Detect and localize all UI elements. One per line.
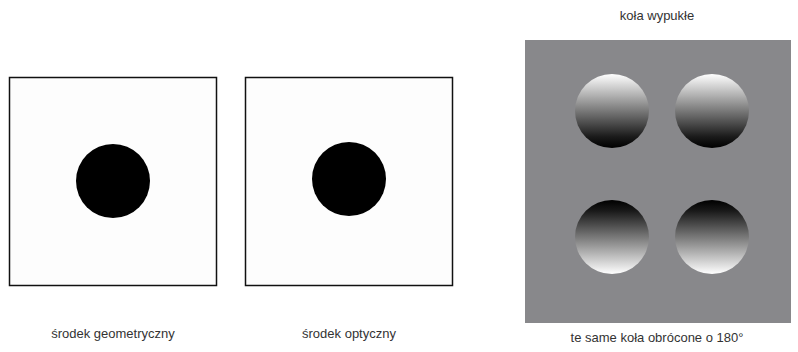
panel-caption: te same koła obrócone o 180° bbox=[571, 330, 744, 346]
caption-label: środek geometryczny bbox=[51, 326, 175, 342]
geometric-center-dot bbox=[76, 144, 150, 218]
square-frame bbox=[246, 78, 453, 286]
panel-heading: koła wypukłe bbox=[620, 8, 694, 24]
caption-label: środek optyczny bbox=[302, 326, 396, 342]
grey-panel bbox=[525, 40, 791, 323]
rotated-circle bbox=[575, 200, 649, 274]
square-frame bbox=[10, 78, 217, 286]
rotated-circle bbox=[675, 200, 749, 274]
optical-center-dot bbox=[312, 142, 386, 216]
convex-circle bbox=[575, 74, 649, 148]
convex-circle bbox=[675, 74, 749, 148]
